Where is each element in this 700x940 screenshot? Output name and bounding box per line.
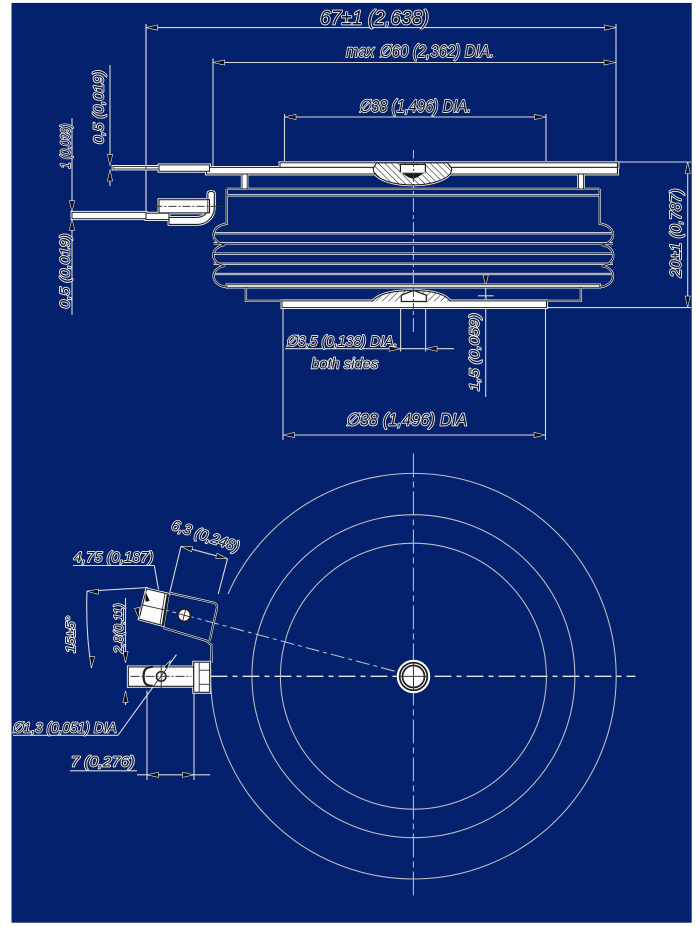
svg-text:15±5°: 15±5° (63, 616, 78, 653)
svg-text:2,8(0,11): 2,8(0,11) (111, 603, 126, 654)
svg-text:both sides: both sides (311, 356, 378, 373)
svg-text:1,5 (0,059): 1,5 (0,059) (466, 313, 482, 391)
svg-text:∅3,5 (0,138) DIA.: ∅3,5 (0,138) DIA. (286, 333, 398, 350)
svg-text:0,5 (0,019): 0,5 (0,019) (92, 70, 108, 144)
svg-text:0,5 (0,019): 0,5 (0,019) (57, 234, 73, 309)
svg-text:67±1 (2,638): 67±1 (2,638) (320, 8, 429, 30)
svg-text:7 (0,276): 7 (0,276) (71, 754, 135, 771)
svg-text:∅38 (1,496) DIA.: ∅38 (1,496) DIA. (358, 96, 471, 116)
svg-text:4,75 (0,187): 4,75 (0,187) (74, 549, 154, 566)
svg-text:20±1 (0,787): 20±1 (0,787) (668, 189, 685, 279)
svg-text:max ∅60 (2,362) DIA.: max ∅60 (2,362) DIA. (346, 41, 494, 61)
svg-text:∅1,3 (0,051) DIA: ∅1,3 (0,051) DIA (12, 720, 117, 737)
svg-text:∅38 (1,496) DIA: ∅38 (1,496) DIA (345, 409, 467, 429)
svg-text:1 (0,039): 1 (0,039) (57, 124, 73, 169)
